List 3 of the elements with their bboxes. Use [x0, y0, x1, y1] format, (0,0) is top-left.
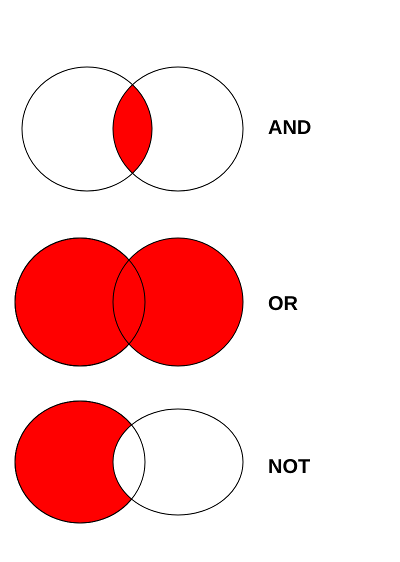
operator-label: OR — [268, 294, 298, 314]
operator-label: NOT — [268, 457, 310, 477]
operator-label: AND — [268, 118, 312, 138]
